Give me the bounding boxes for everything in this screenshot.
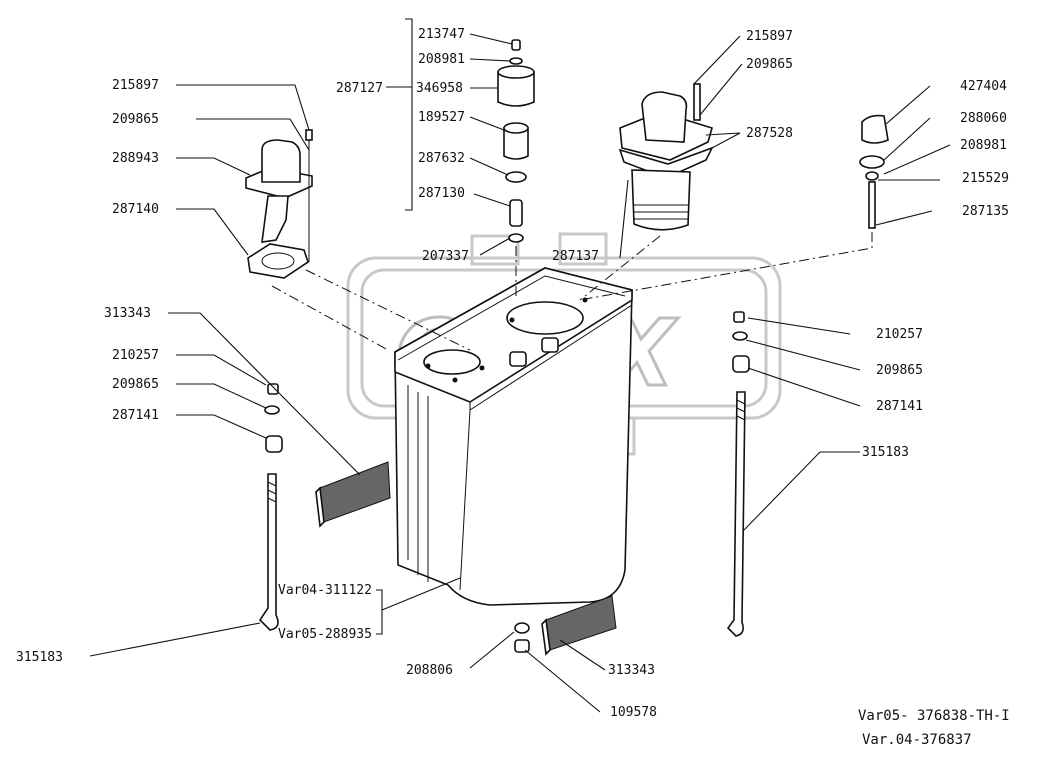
callout-288943: 288943 [112,151,159,166]
callout-287135: 287135 [962,204,1009,219]
callout-215897-right: 215897 [746,29,793,44]
callout-287127: 287127 [336,81,383,96]
callout-287528: 287528 [746,126,793,141]
callout-189527: 189527 [418,110,465,125]
callout-210257-right: 210257 [876,327,923,342]
left-filler-neck [245,129,471,351]
callout-209865-right: 209865 [746,57,793,72]
callout-109578: 109578 [610,705,657,720]
callout-288060: 288060 [960,111,1007,126]
part-labels: 213747 208981 346958 189527 287632 28713… [16,27,1009,720]
footer-notes: Var05- 376838-TH-I Var.04-376837 [858,708,1010,748]
callout-427404: 427404 [960,79,1007,94]
callout-207337: 207337 [422,249,469,264]
callout-346958: 346958 [416,81,463,96]
callout-210257-left: 210257 [112,348,159,363]
callout-313343-bottom: 313343 [608,663,655,678]
footer-line-1: Var05- 376838-TH-I [858,708,1010,724]
callout-209865-right-lower: 209865 [876,363,923,378]
callout-313343-left: 313343 [104,306,151,321]
fuel-tank [394,267,633,606]
cap-stack [579,114,889,301]
callout-287140: 287140 [112,202,159,217]
leader-lines [89,18,951,713]
callout-287141-left: 287141 [112,408,159,423]
callout-215529: 215529 [962,171,1009,186]
center-stack [497,39,535,300]
variant-var05: Var05-288935 [278,627,372,642]
variant-var04: Var04-311122 [278,583,372,598]
callout-208981: 208981 [418,52,465,67]
callout-208806: 208806 [406,663,453,678]
callout-315183-right: 315183 [862,445,909,460]
callout-213747: 213747 [418,27,465,42]
callout-315183-left: 315183 [16,650,63,665]
callout-215897-left: 215897 [112,78,159,93]
foam-pads [315,461,617,656]
footer-line-2: Var.04-376837 [862,732,972,748]
callout-287137: 287137 [552,249,599,264]
callout-287632: 287632 [418,151,465,166]
right-strap [726,311,750,637]
left-strap [258,383,283,631]
right-filler-neck [579,83,714,301]
callout-287141-right: 287141 [876,399,923,414]
callout-209865-left: 209865 [112,112,159,127]
callout-287130: 287130 [418,186,465,201]
callout-208981-right: 208981 [960,138,1007,153]
callout-209865-left-lower: 209865 [112,377,159,392]
